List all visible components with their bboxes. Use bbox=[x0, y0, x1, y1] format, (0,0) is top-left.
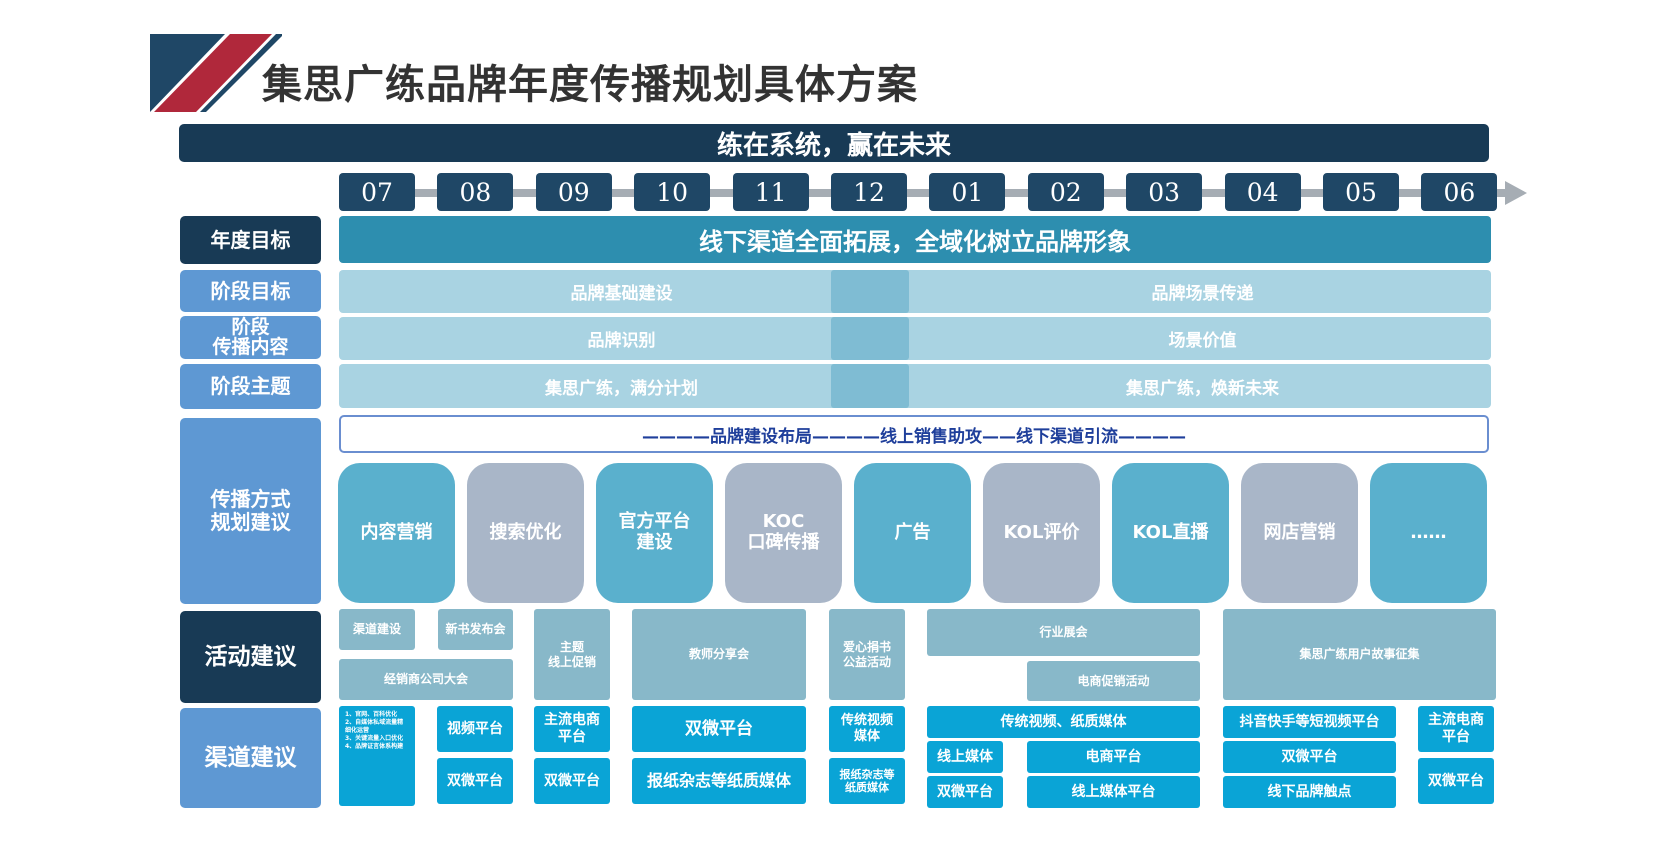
month-label: 08 bbox=[437, 173, 514, 211]
method-bubble: 内容营销 bbox=[338, 463, 455, 603]
month-label: 09 bbox=[535, 173, 612, 211]
channel-box: 传统视频 媒体 bbox=[829, 706, 905, 752]
month-label: 01 bbox=[929, 173, 1006, 211]
channel-box: 线下品牌触点 bbox=[1223, 776, 1396, 808]
month-label: 11 bbox=[732, 173, 809, 211]
stage-overlap bbox=[831, 364, 909, 408]
month-label: 10 bbox=[634, 173, 711, 211]
stage-goal-bar: 品牌基础建设 品牌场景传递 bbox=[339, 270, 1491, 313]
logo-mark bbox=[150, 34, 282, 112]
activity-box: 电商促销活动 bbox=[1027, 661, 1200, 701]
channel-box: 1、官网、百科优化 2、自媒体私域流量精细化运营 3、关键流量入口优化 4、品牌… bbox=[339, 706, 415, 806]
timeline-arrow-icon bbox=[1505, 181, 1527, 205]
strategy-route: ————品牌建设布局————线上销售助攻——线下渠道引流———— bbox=[339, 415, 1489, 453]
channel-box: 线上媒体 bbox=[927, 741, 1003, 773]
page-title: 集思广练品牌年度传播规划具体方案 bbox=[262, 62, 918, 108]
slogan-banner: 练在系统，赢在未来 bbox=[179, 124, 1489, 162]
channel-box: 电商平台 bbox=[1027, 741, 1200, 773]
method-bubble: 官方平台 建设 bbox=[596, 463, 713, 603]
stage-content-left: 品牌识别 bbox=[587, 331, 656, 351]
activity-box: 教师分享会 bbox=[632, 609, 806, 700]
label-channels: 渠道建议 bbox=[180, 708, 321, 808]
stage-overlap bbox=[831, 270, 909, 313]
month-label: 07 bbox=[339, 173, 415, 211]
method-bubble: KOL直播 bbox=[1112, 463, 1229, 603]
channel-box: 传统视频、纸质媒体 bbox=[927, 706, 1200, 738]
activity-box: 爱心捐书 公益活动 bbox=[829, 609, 905, 700]
method-bubble: KOL评价 bbox=[983, 463, 1100, 603]
label-stage-content: 阶段 传播内容 bbox=[180, 316, 321, 359]
channel-box: 抖音快手等短视频平台 bbox=[1223, 706, 1396, 738]
month-label: 06 bbox=[1421, 173, 1498, 211]
channel-box: 视频平台 bbox=[437, 706, 513, 752]
activity-box: 新书发布会 bbox=[438, 609, 513, 650]
channel-box: 报纸杂志等纸质媒体 bbox=[632, 758, 806, 804]
channel-box: 报纸杂志等 纸质媒体 bbox=[829, 758, 905, 804]
channel-box: 主流电商 平台 bbox=[534, 706, 610, 752]
month-label: 04 bbox=[1224, 173, 1301, 211]
activity-box: 渠道建设 bbox=[339, 609, 415, 650]
activity-box: 主题 线上促销 bbox=[534, 609, 610, 700]
method-bubble: 广告 bbox=[854, 463, 971, 603]
stage-content-right: 场景价值 bbox=[1168, 331, 1237, 351]
method-bubble: 搜索优化 bbox=[467, 463, 584, 603]
month-label: 03 bbox=[1126, 173, 1203, 211]
method-bubble: …… bbox=[1370, 463, 1487, 603]
channel-box: 线上媒体平台 bbox=[1027, 776, 1200, 808]
label-annual-goal: 年度目标 bbox=[180, 216, 321, 264]
activity-box: 经销商公司大会 bbox=[339, 659, 513, 700]
channel-box: 双微平台 bbox=[632, 706, 806, 752]
timeline-line bbox=[339, 189, 1509, 197]
stage-overlap bbox=[831, 317, 909, 360]
stage-theme-left: 集思广练，满分计划 bbox=[545, 378, 698, 399]
channel-box: 双微平台 bbox=[437, 758, 513, 804]
stage-content-bar: 品牌识别 场景价值 bbox=[339, 317, 1491, 360]
channel-box: 双微平台 bbox=[1223, 741, 1396, 773]
channel-box: 双微平台 bbox=[927, 776, 1003, 808]
label-activities: 活动建议 bbox=[180, 611, 321, 703]
channel-box: 主流电商 平台 bbox=[1418, 706, 1494, 752]
method-bubble: 网店营销 bbox=[1241, 463, 1358, 603]
annual-goal-bar: 线下渠道全面拓展，全域化树立品牌形象 bbox=[339, 216, 1491, 263]
label-stage-theme: 阶段主题 bbox=[180, 364, 321, 409]
label-methods: 传播方式 规划建议 bbox=[180, 418, 321, 604]
activity-box: 行业展会 bbox=[927, 609, 1200, 656]
channel-box: 双微平台 bbox=[534, 758, 610, 804]
month-label: 02 bbox=[1027, 173, 1104, 211]
stage-theme-bar: 集思广练，满分计划 集思广练，焕新未来 bbox=[339, 364, 1491, 408]
activity-box: 集思广练用户故事征集 bbox=[1223, 609, 1496, 700]
method-bubble: KOC 口碑传播 bbox=[725, 463, 842, 603]
month-label: 12 bbox=[831, 173, 907, 211]
month-label: 05 bbox=[1323, 173, 1399, 211]
stage-theme-right: 集思广练，焕新未来 bbox=[1126, 378, 1279, 399]
stage-goal-left: 品牌基础建设 bbox=[570, 284, 673, 304]
channel-box: 双微平台 bbox=[1418, 758, 1494, 804]
label-stage-goal: 阶段目标 bbox=[180, 270, 321, 312]
stage-goal-right: 品牌场景传递 bbox=[1151, 284, 1254, 304]
